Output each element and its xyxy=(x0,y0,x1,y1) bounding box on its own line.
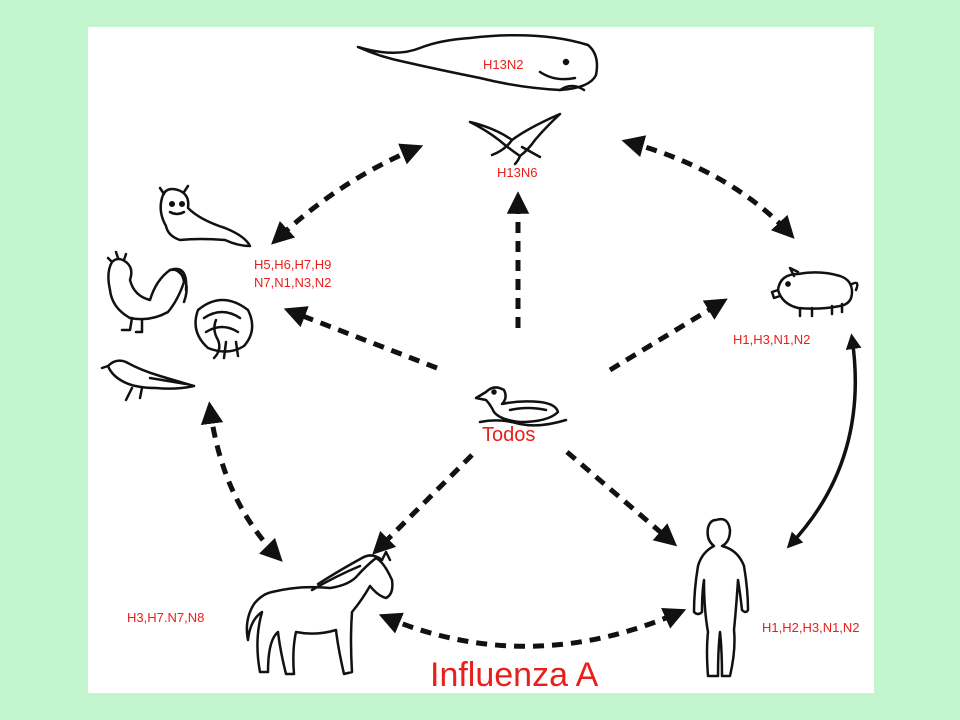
diagram-title: Influenza A xyxy=(430,656,599,694)
birds-label-line1: H5,H6,H7,H9 xyxy=(254,257,332,272)
arrow-gull-birds xyxy=(271,143,424,245)
arrow-horse-human xyxy=(378,608,687,649)
arrow-gull-pig xyxy=(621,135,795,239)
gull-icon xyxy=(468,112,562,166)
human-icon xyxy=(692,517,750,678)
seal-icon xyxy=(158,184,252,248)
birds-label-line2: N7,N1,N3,N2 xyxy=(254,275,332,290)
arrow-duck-to-human xyxy=(565,450,678,547)
duck-label: Todos xyxy=(482,424,536,446)
arrow-birds-horse xyxy=(200,401,283,562)
horse-label: H3,H7.N7,N8 xyxy=(127,610,205,625)
arrow-duck-to-pig xyxy=(608,298,728,373)
arrow-duck-to-horse xyxy=(372,453,474,555)
songbird-icon xyxy=(100,359,196,402)
whale-icon xyxy=(356,33,599,92)
arrow-pig-to-human xyxy=(786,333,862,549)
gull-label: H13N6 xyxy=(497,165,538,180)
human-label: H1,H2,H3,N1,N2 xyxy=(762,620,860,635)
turkey-icon xyxy=(194,298,254,360)
pig-icon xyxy=(770,266,859,318)
whale-label: H13N2 xyxy=(483,57,524,72)
duck-icon xyxy=(474,386,568,427)
pig-label: H1,H3,N1,N2 xyxy=(733,332,811,347)
rooster-icon xyxy=(106,250,188,334)
arrow-duck-to-birds xyxy=(283,306,438,371)
horse-icon xyxy=(245,550,394,676)
